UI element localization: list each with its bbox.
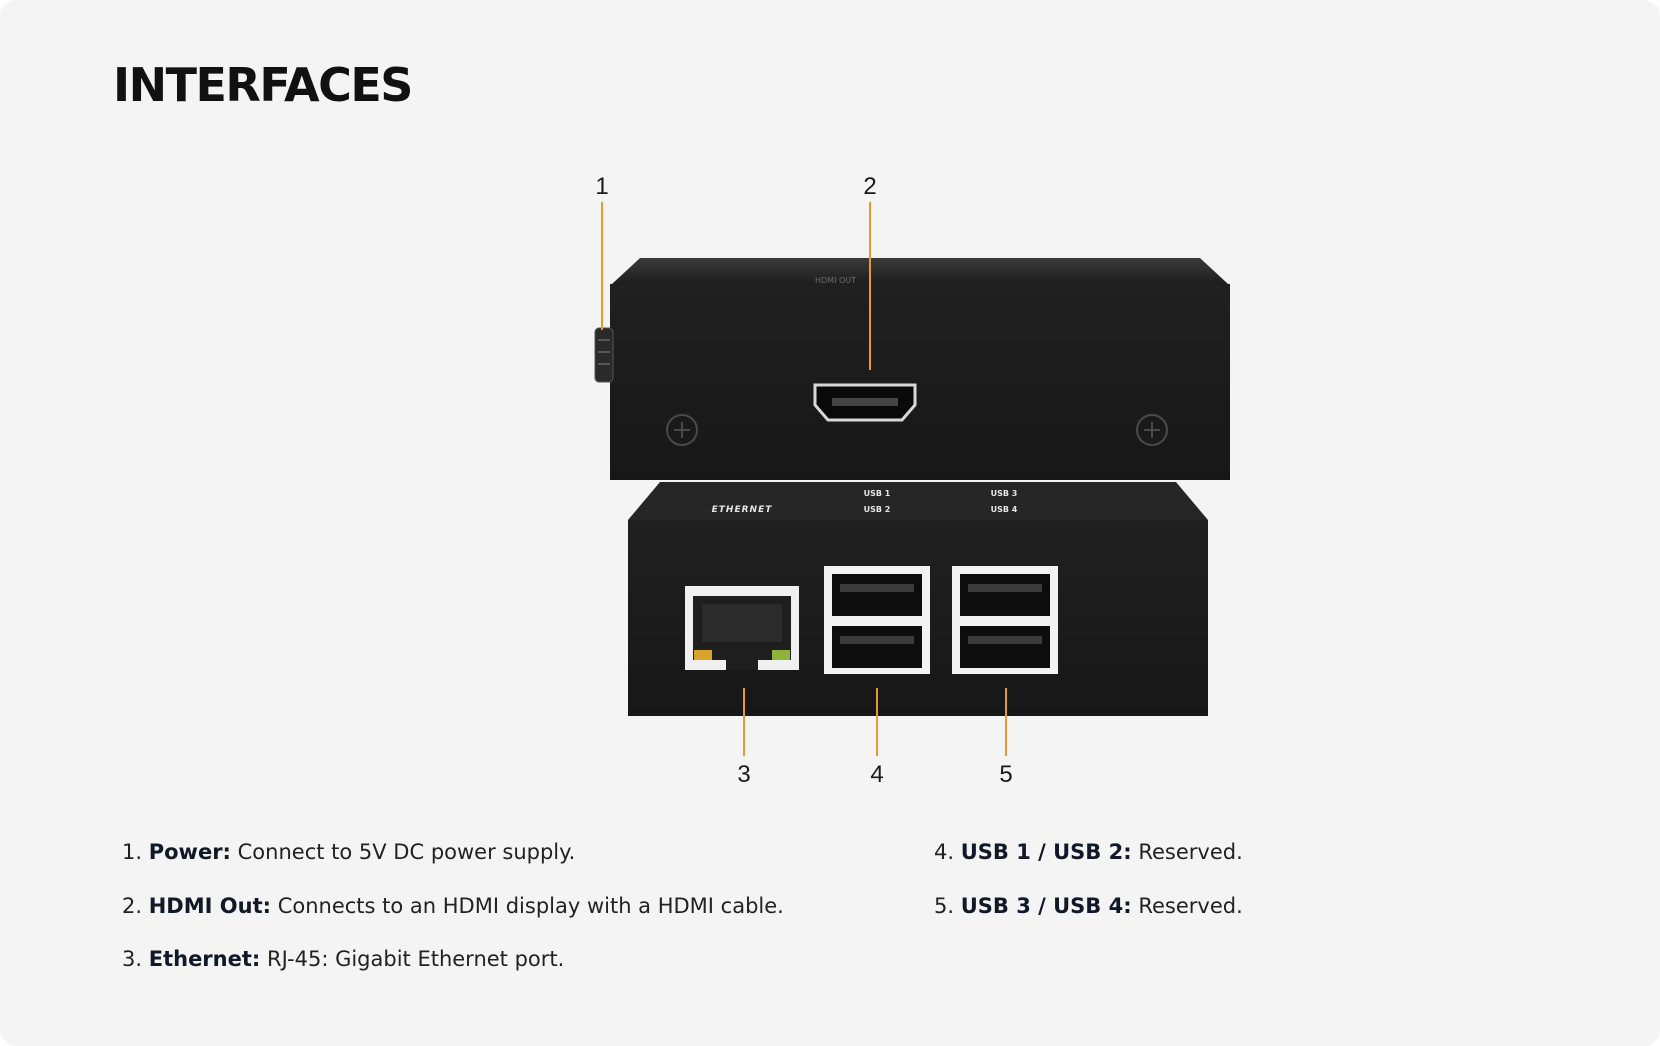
item-description: Reserved. (1138, 893, 1243, 918)
lower-unit: ETHERNET USB 1 USB 2 USB 3 USB 4 (628, 482, 1208, 716)
item-name: Power: (148, 840, 231, 864)
upper-unit: HDMI OUT (594, 258, 1230, 480)
item-number: 3. (122, 947, 143, 971)
lower-unit-top-face (628, 482, 1208, 520)
item-number: 5. (934, 893, 955, 918)
power-jack-icon (594, 327, 614, 383)
upper-unit-front-face (610, 284, 1230, 480)
interface-item-power: 1. Power: Connect to 5V DC power supply. (122, 840, 784, 894)
interface-list-right: 4. USB 1 / USB 2: Reserved. 5. USB 3 / U… (934, 840, 1243, 947)
ethernet-case-label: ETHERNET (712, 505, 773, 515)
hdmi-port-icon (813, 383, 917, 422)
item-name: USB 1 / USB 2: (960, 840, 1132, 864)
interface-item-hdmi: 2. HDMI Out: Connects to an HDMI display… (122, 894, 784, 948)
usb-3-case-label: USB 3 (991, 489, 1018, 498)
screw-icon (666, 414, 698, 446)
callout-1: 1 (595, 173, 608, 200)
usb-port-icon (824, 566, 930, 674)
item-description: Connect to 5V DC power supply. (237, 840, 576, 864)
usb-port-icon (952, 566, 1058, 674)
section-title: INTERFACES (113, 58, 413, 112)
device-figure: HDMI OUT (594, 173, 1230, 788)
item-description: RJ-45: Gigabit Ethernet port. (266, 947, 565, 971)
interface-list-left: 1. Power: Connect to 5V DC power supply.… (122, 840, 784, 1001)
interface-item-usb-3-4: 5. USB 3 / USB 4: Reserved. (934, 894, 1243, 948)
usb-2-case-label: USB 2 (864, 505, 891, 514)
item-description: Reserved. (1138, 840, 1243, 864)
item-number: 2. (122, 893, 143, 918)
item-number: 1. (122, 840, 143, 864)
ethernet-port-icon (685, 586, 799, 670)
item-name: HDMI Out: (148, 893, 272, 918)
item-number: 4. (934, 840, 955, 864)
screw-icon (1136, 414, 1168, 446)
callout-5: 5 (999, 761, 1012, 788)
item-name: USB 3 / USB 4: (960, 893, 1132, 918)
interface-item-usb-1-2: 4. USB 1 / USB 2: Reserved. (934, 840, 1243, 894)
item-description: Connects to an HDMI display with a HDMI … (277, 893, 784, 918)
upper-unit-top-face (612, 258, 1228, 284)
callout-2: 2 (863, 173, 876, 200)
callout-4: 4 (870, 761, 883, 788)
interface-item-ethernet: 3. Ethernet: RJ-45: Gigabit Ethernet por… (122, 947, 784, 1001)
callout-3: 3 (737, 761, 750, 788)
hdmi-case-label: HDMI OUT (815, 276, 856, 285)
usb-4-case-label: USB 4 (991, 505, 1018, 514)
usb-1-case-label: USB 1 (864, 489, 891, 498)
item-name: Ethernet: (148, 947, 261, 971)
